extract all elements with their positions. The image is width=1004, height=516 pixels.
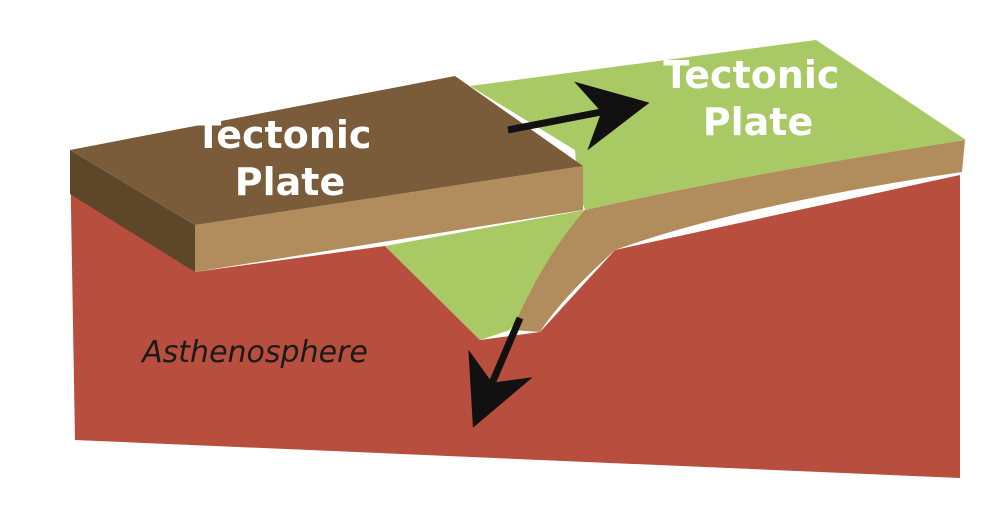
- left-plate-front: [195, 166, 583, 272]
- subducting-slab: [385, 210, 585, 340]
- left-plate-side: [70, 150, 195, 272]
- left-plate-label: Tectonic Plate: [195, 113, 384, 204]
- left-plate-top: [70, 76, 583, 225]
- left-plate-label-line2: Plate: [235, 160, 345, 204]
- right-plate-crust: [512, 140, 965, 332]
- plate-motion-arrow: [507, 81, 650, 151]
- left-plate-label-line1: Tectonic: [195, 113, 371, 157]
- subduction-arrow: [468, 316, 533, 428]
- asthenosphere-block: [70, 150, 960, 478]
- right-plate-label-line2: Plate: [703, 100, 813, 144]
- asthenosphere-label: Asthenosphere: [140, 335, 368, 370]
- right-plate-label: Tectonic Plate: [663, 53, 852, 144]
- right-plate-label-line1: Tectonic: [663, 53, 839, 97]
